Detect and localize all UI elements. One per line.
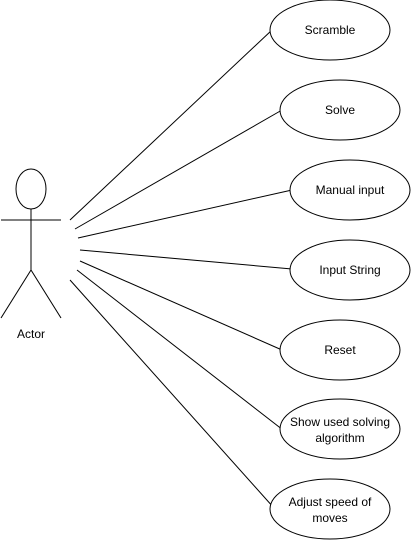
association-show-used-solving-algorithm (76, 269, 284, 431)
use-case-solve: Solve (279, 79, 401, 141)
use-case-reset: Reset (279, 319, 401, 381)
use-case-scramble: Scramble (269, 0, 391, 61)
use-case-show-used-solving-algorithm: Show used solving algorithm (279, 398, 401, 460)
association-scramble (69, 29, 273, 221)
association-solve (74, 109, 283, 230)
actor-right-leg (30, 269, 62, 319)
use-case-ellipse (289, 239, 411, 301)
use-case-adjust-speed-of-moves: Adjust speed of moves (269, 478, 391, 540)
association-input-string (79, 249, 293, 270)
association-reset (79, 260, 283, 351)
use-case-ellipse (289, 159, 411, 221)
use-case-ellipse (269, 478, 391, 540)
association-manual-input (77, 189, 293, 239)
use-case-label: Input String (319, 263, 380, 277)
use-case-manual-input: Manual input (289, 159, 411, 221)
actor (0, 168, 62, 319)
actor-left-leg (0, 269, 32, 319)
use-case-label: Manual input (316, 183, 385, 197)
use-case-ellipse (279, 319, 401, 381)
association-adjust-speed-of-moves (69, 279, 275, 509)
use-case-label: Solve (325, 103, 355, 117)
actor-head (15, 168, 47, 210)
use-case-label-line-1: Show used solving (290, 415, 390, 429)
use-case-ellipse (269, 0, 391, 61)
use-case-label-line-2: moves (312, 511, 347, 525)
use-case-input-string: Input String (289, 239, 411, 301)
actor-label: Actor (17, 327, 45, 341)
use-case-label: Reset (324, 343, 356, 357)
associations (69, 29, 293, 509)
use-case-ellipse (279, 79, 401, 141)
use-case-label: Scramble (305, 23, 356, 37)
use-case-label-line-1: Adjust speed of (289, 495, 372, 509)
use-case-ellipse (279, 398, 401, 460)
use-case-label-line-2: algorithm (315, 431, 364, 445)
